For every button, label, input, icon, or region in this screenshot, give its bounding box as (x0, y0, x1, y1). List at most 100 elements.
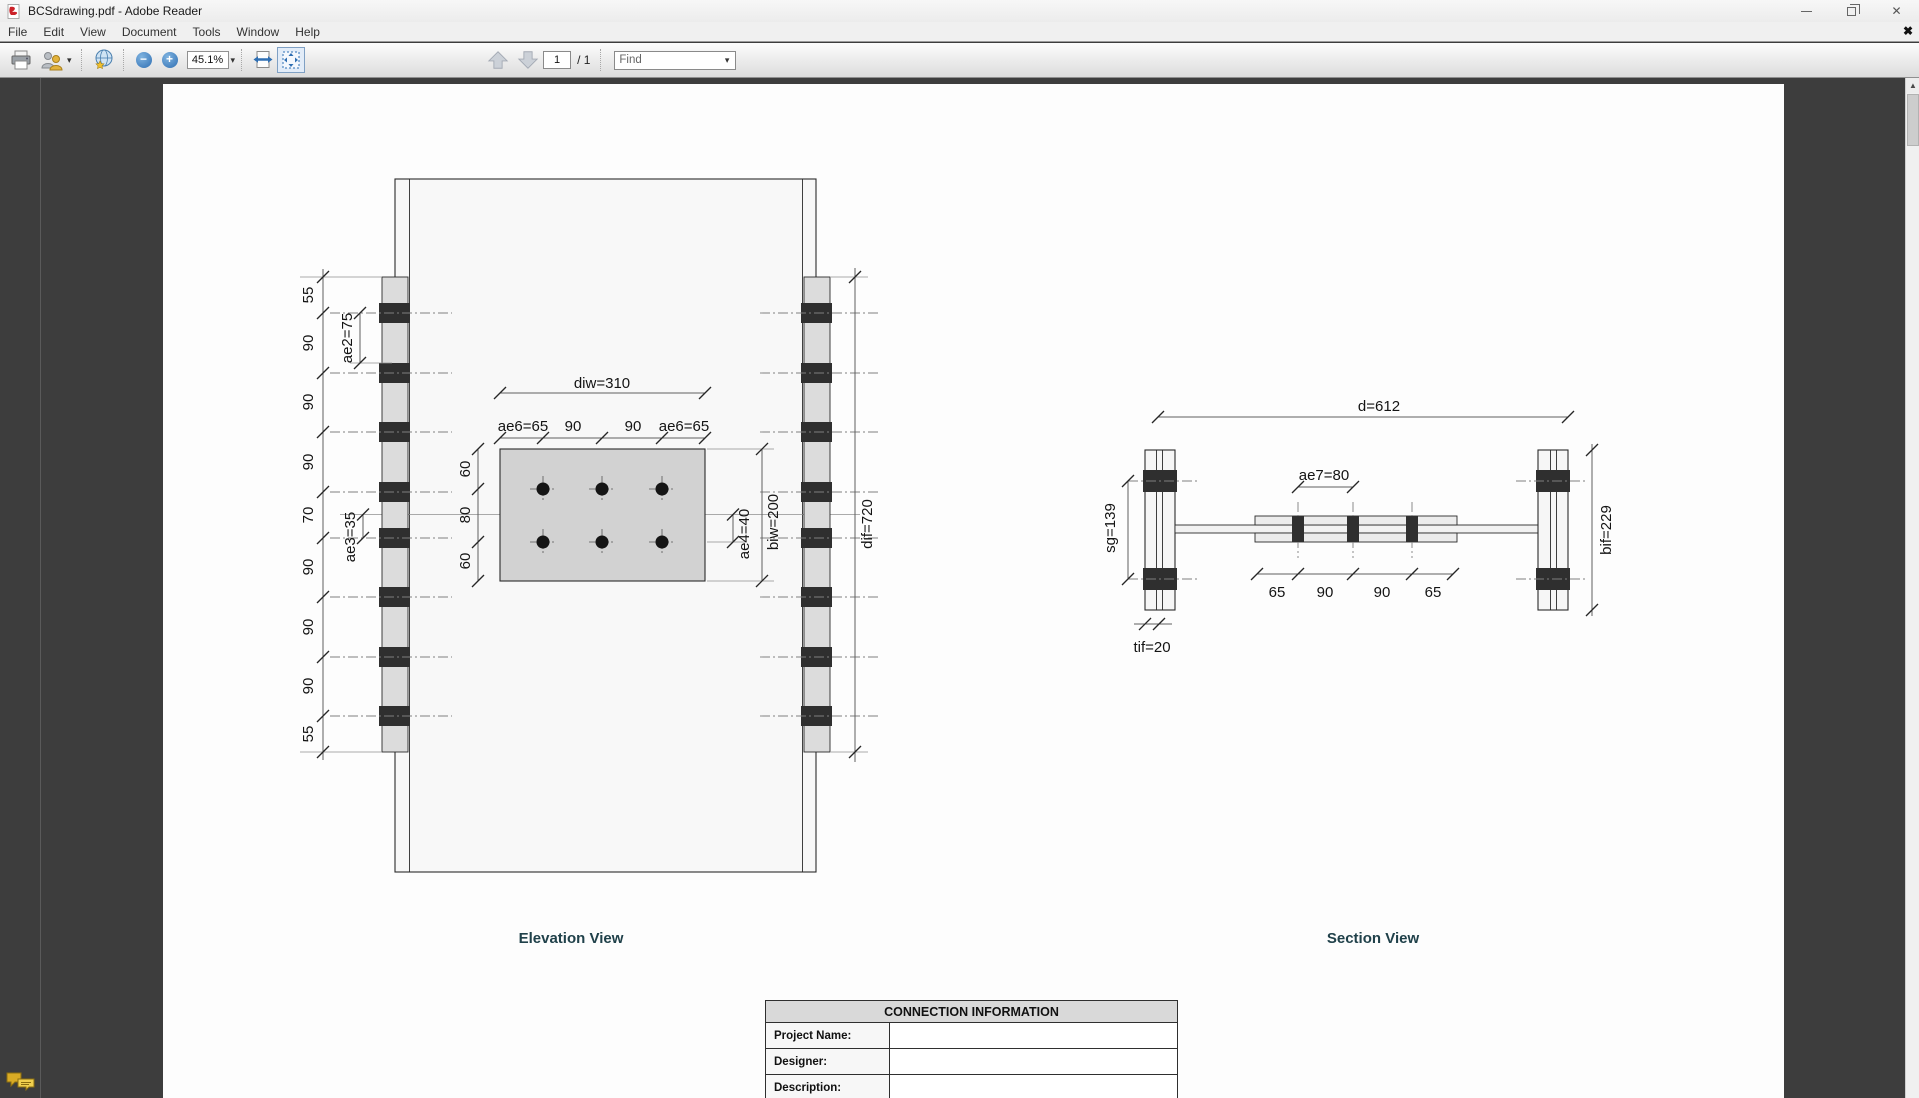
fit-page-icon (282, 51, 300, 69)
pdf-page: 55 90 90 90 70 90 90 90 55 ae2=75 (163, 84, 1784, 1098)
next-page-button[interactable] (513, 46, 543, 74)
menu-tools[interactable]: Tools (192, 24, 221, 39)
zoom-out-icon: − (135, 52, 152, 68)
table-header-row: CONNECTION INFORMATION (765, 1000, 1178, 1023)
table-row: Project Name: (765, 1022, 1178, 1049)
dim-label: 80 (457, 507, 474, 524)
find-placeholder: Find (619, 54, 642, 66)
row-value (889, 1048, 1178, 1075)
toolbar-separator (241, 49, 245, 71)
close-button[interactable]: ✕ (1874, 0, 1919, 22)
plate-bolts (530, 476, 675, 555)
vertical-scrollbar[interactable]: ▲ (1905, 78, 1919, 1098)
bolt-row-centerlines (330, 312, 880, 717)
export-icon (41, 52, 63, 71)
elevation-biw-dim: biw=200 (707, 442, 782, 588)
dim-label: 90 (300, 394, 317, 411)
dim-label: 70 (300, 507, 317, 524)
flange-bolt-strips (381, 276, 831, 753)
menu-document[interactable]: Document (121, 24, 177, 39)
menu-help[interactable]: Help (295, 24, 320, 39)
window-title: BCSdrawing.pdf - Adobe Reader (28, 4, 203, 18)
export-button[interactable]: ▾ (36, 46, 77, 74)
chat-bubbles-button[interactable] (5, 1070, 39, 1098)
dim-label: 65 (1269, 584, 1286, 601)
scrollbar-thumb[interactable] (1907, 94, 1919, 146)
close-icon: ✕ (1891, 4, 1902, 18)
menu-bar: File Edit View Document Tools Window Hel… (0, 22, 1919, 42)
fit-width-button[interactable] (249, 46, 277, 74)
collaborate-button[interactable] (89, 46, 119, 74)
print-button[interactable] (6, 46, 36, 74)
dim-label: 90 (565, 418, 582, 435)
elevation-drawing: 55 90 90 90 70 90 90 90 55 ae2=75 (300, 178, 880, 873)
menu-edit[interactable]: Edit (43, 24, 65, 39)
web-plate (499, 448, 706, 582)
dim-label: 60 (457, 461, 474, 478)
dim-label: 90 (625, 418, 642, 435)
elevation-left-dim-chain: 55 90 90 90 70 90 90 90 55 (300, 269, 382, 760)
toolbar-separator (600, 49, 604, 71)
pdf-logo-icon (7, 3, 20, 19)
toolbar-separator (80, 49, 85, 71)
dim-label: 90 (300, 619, 317, 636)
section-bif-dim: bif=229 (1585, 443, 1615, 617)
dim-label: 60 (457, 553, 474, 570)
elevation-diw-dim: diw=310 (493, 375, 712, 400)
dim-label: dif=720 (859, 499, 876, 549)
close-document-icon[interactable]: ✖ (1902, 24, 1913, 38)
elevation-top-chain: ae6=65 90 90 ae6=65 (493, 418, 712, 445)
zoom-in-icon: + (161, 52, 178, 68)
restore-button[interactable] (1829, 0, 1874, 22)
menu-window[interactable]: Window (236, 24, 280, 39)
elevation-ae2-dim: ae2=75 (339, 306, 392, 370)
restore-icon (1847, 3, 1860, 16)
dim-label: 65 (1425, 584, 1442, 601)
menu-view[interactable]: View (80, 24, 106, 39)
minimize-button[interactable] (1784, 0, 1829, 22)
dim-label: 90 (1317, 584, 1334, 601)
zoom-dropdown-arrow-icon[interactable]: ▾ (230, 54, 236, 65)
dim-label: 90 (300, 454, 317, 471)
page-count-label: / 1 (577, 53, 591, 67)
dim-label: ae7=80 (1299, 467, 1349, 484)
previous-page-button[interactable] (483, 46, 513, 74)
fit-width-icon (253, 51, 273, 68)
section-left-flange (1128, 449, 1199, 611)
zoom-out-button[interactable]: − (131, 46, 157, 74)
find-input[interactable]: Find ▾ (614, 50, 737, 70)
dim-label: 90 (300, 335, 317, 352)
section-right-flange (1516, 449, 1587, 611)
dim-label: bif=229 (1598, 505, 1615, 555)
minimize-icon (1801, 10, 1812, 12)
toolbar: ▾ − + 45.1% ▾ (0, 43, 1919, 78)
menu-file[interactable]: File (8, 24, 28, 39)
find-dropdown-arrow-icon[interactable]: ▾ (724, 54, 730, 65)
elevation-side-chain: 60 80 60 (457, 442, 485, 588)
dim-label: tif=20 (1133, 639, 1170, 656)
elevation-dif-dim: dif=720 (831, 268, 876, 762)
section-d-dim: d=612 (1151, 398, 1575, 424)
elevation-ae4-dim: ae4=40 (707, 508, 753, 559)
export-dropdown-arrow-icon: ▾ (67, 54, 72, 65)
dim-label: 90 (1374, 584, 1391, 601)
scroll-up-icon[interactable]: ▲ (1906, 78, 1919, 93)
zoom-in-button[interactable]: + (157, 46, 183, 74)
dim-label: ae6=65 (498, 418, 548, 435)
collaborate-globe-icon (94, 49, 113, 70)
dim-label: 90 (300, 678, 317, 695)
section-tif-dim: tif=20 (1133, 617, 1172, 656)
table-header: CONNECTION INFORMATION (765, 1000, 1178, 1023)
connection-drawing: 55 90 90 90 70 90 90 90 55 ae2=75 (300, 178, 1615, 873)
dim-label: 55 (300, 287, 317, 304)
fit-page-button[interactable] (277, 47, 306, 73)
elevation-ae3-dim: ae3=35 (342, 508, 370, 562)
page-number-input[interactable]: 1 (543, 51, 572, 69)
dim-label: ae2=75 (339, 313, 356, 363)
section-view-caption: Section View (1326, 930, 1420, 947)
table-row: Designer: (765, 1048, 1178, 1075)
zoom-level-input[interactable]: 45.1% (186, 51, 229, 69)
row-label: Project Name: (765, 1022, 890, 1049)
row-value (889, 1074, 1178, 1098)
toolbar-separator (122, 49, 127, 71)
